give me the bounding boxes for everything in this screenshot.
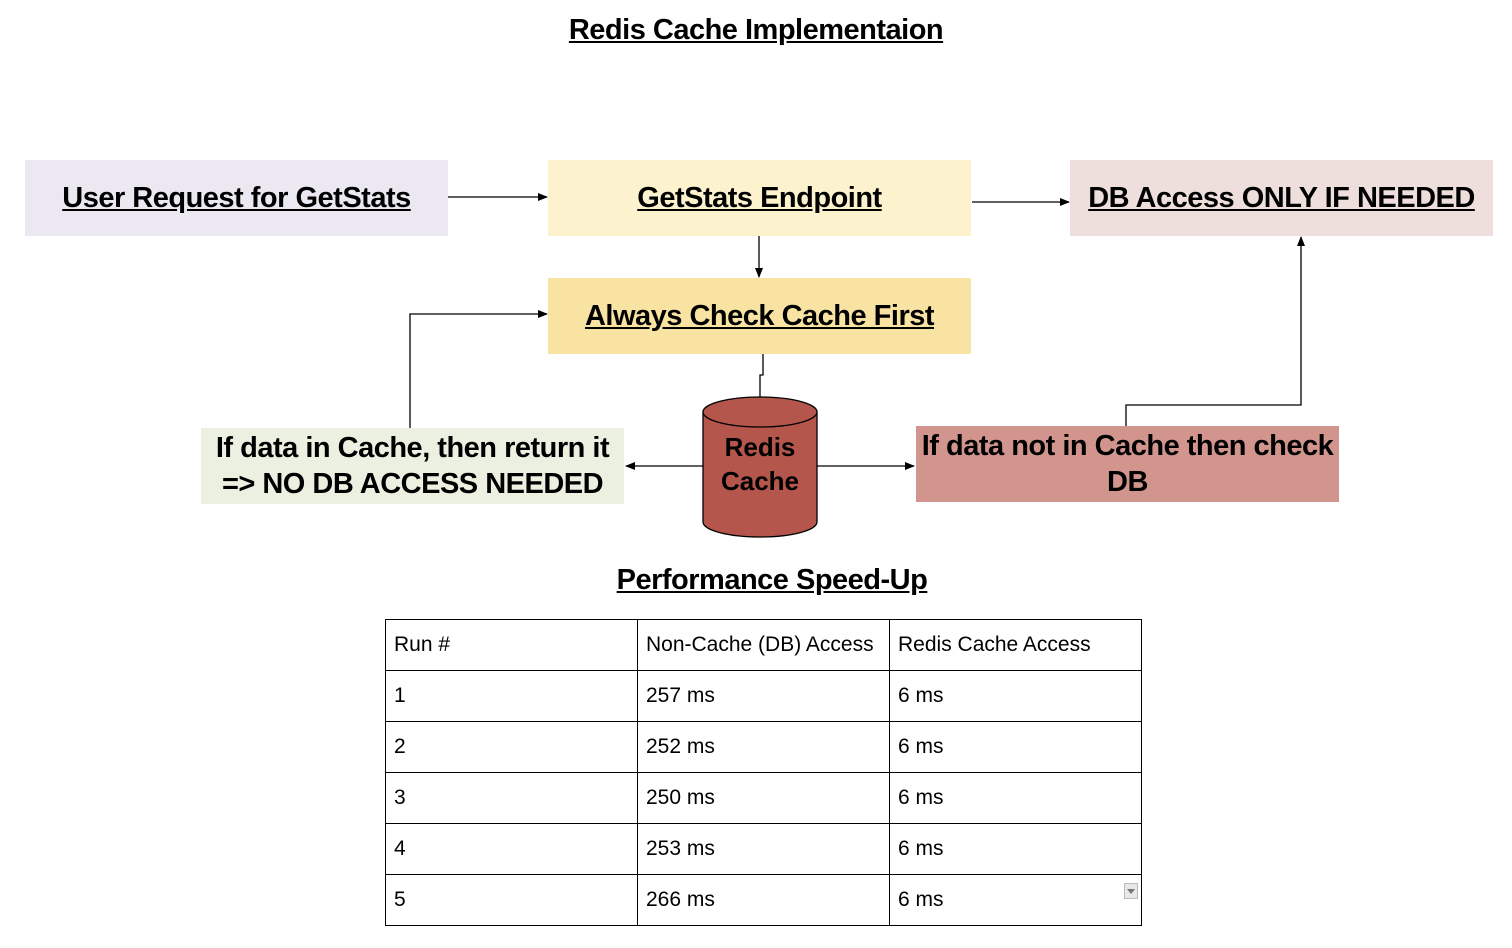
page-title: Redis Cache Implementaion [568,14,944,46]
table-row: 2 252 ms 6 ms [385,721,1142,773]
db-access-label: DB Access ONLY IF NEEDED [1088,181,1475,214]
table-cell: 4 [385,823,638,875]
table-row: 3 250 ms 6 ms [385,772,1142,824]
table-row: 1 257 ms 6 ms [385,670,1142,722]
table-cell: 6 ms [889,670,1142,722]
redis-label-line1: Redis [724,432,796,463]
table-cell: 6 ms [889,874,1142,926]
user-request-label: User Request for GetStats [62,181,411,214]
endpoint-label: GetStats Endpoint [637,181,882,214]
cache-hit-node: If data in Cache, then return it => NO D… [201,428,624,504]
table-cell: 6 ms [889,772,1142,824]
user-request-node: User Request for GetStats [25,160,448,236]
header-non-cache: Non-Cache (DB) Access [637,619,890,671]
table-cell: 250 ms [637,772,890,824]
table-cell: 5 [385,874,638,926]
arrow-miss-to-db [1125,236,1305,426]
arrow-hit-to-check [409,310,548,428]
redis-label-line2: Cache [720,466,800,496]
table-cell: 266 ms [637,874,890,926]
endpoint-node: GetStats Endpoint [548,160,971,236]
performance-table: Run # Non-Cache (DB) Access Redis Cache … [385,619,1142,926]
check-cache-node: Always Check Cache First [548,278,971,354]
table-cell: 6 ms [889,823,1142,875]
cache-hit-line1: If data in Cache, then return it [215,431,610,464]
table-cell: 252 ms [637,721,890,773]
performance-title: Performance Speed-Up [616,564,928,596]
redis-cache-node: Redis Cache [703,430,817,500]
table-cell: 253 ms [637,823,890,875]
table-row: 4 253 ms 6 ms [385,823,1142,875]
table-header-row: Run # Non-Cache (DB) Access Redis Cache … [385,619,1142,671]
header-redis-cache: Redis Cache Access [889,619,1142,671]
cache-miss-node: If data not in Cache then check DB [916,426,1339,502]
table-row: 5 266 ms 6 ms [385,874,1142,926]
table-cell: 2 [385,721,638,773]
redis-cylinder-icon [702,396,818,538]
cache-miss-line2: DB [1107,466,1148,498]
table-cell: 1 [385,670,638,722]
cell-dropdown-icon[interactable] [1124,883,1138,899]
table-cell: 6 ms [889,721,1142,773]
cache-miss-line1: If data not in Cache then check [921,429,1334,462]
cache-hit-line2: => NO DB ACCESS NEEDED [221,468,604,500]
check-cache-label: Always Check Cache First [584,299,935,332]
db-access-node: DB Access ONLY IF NEEDED [1070,160,1493,236]
table-cell: 3 [385,772,638,824]
header-run: Run # [385,619,638,671]
table-cell: 257 ms [637,670,890,722]
